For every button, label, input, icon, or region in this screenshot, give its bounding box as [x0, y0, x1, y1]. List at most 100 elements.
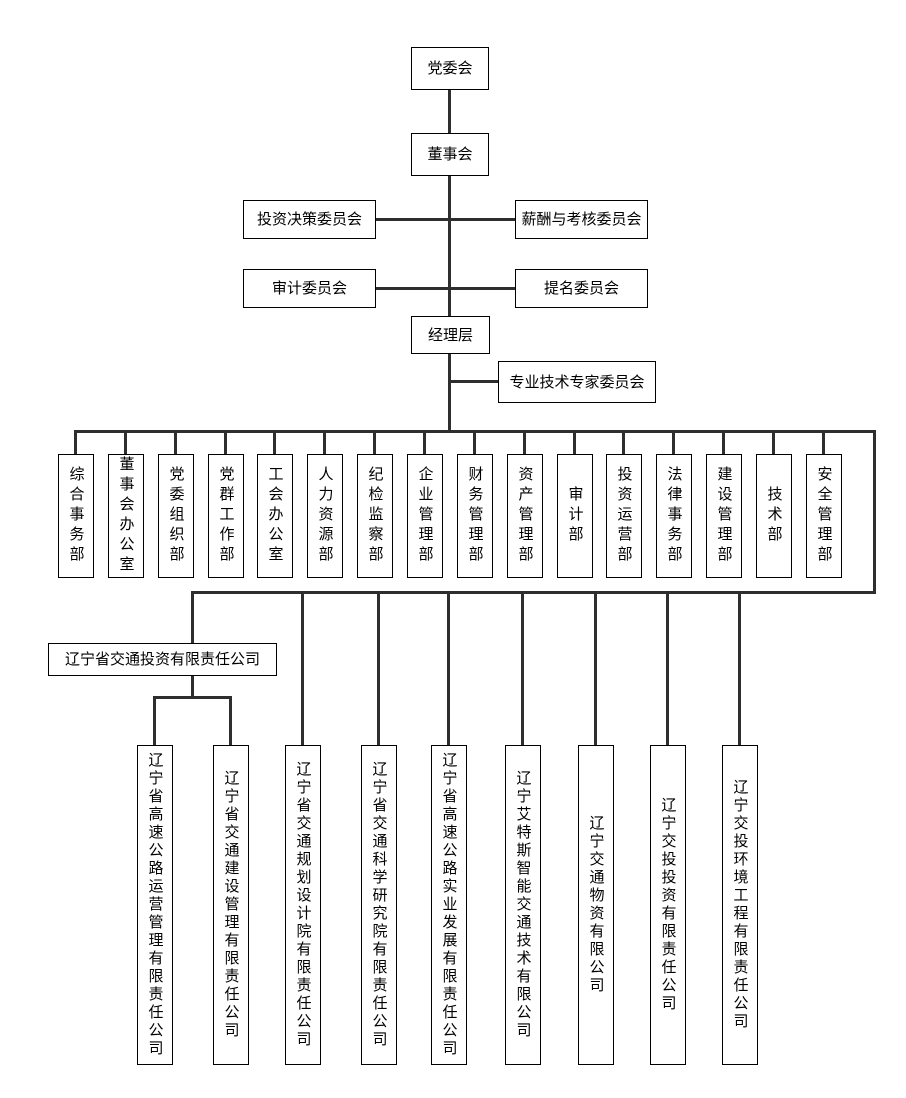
connector-line [377, 593, 380, 745]
node-label: 纪检监察部 [366, 466, 384, 566]
subsidiary-box: 辽宁交通物资有限公司 [578, 745, 614, 1065]
subsidiary-box: 辽宁省交通科学研究院有限责任公司 [361, 745, 397, 1065]
connector-line [191, 675, 194, 698]
connector-line [448, 88, 451, 134]
connector-line [191, 593, 194, 644]
department-box: 党委组织部 [158, 454, 194, 578]
connector-line [423, 432, 426, 454]
department-box: 安全管理部 [806, 454, 842, 578]
node-label: 党委组织部 [167, 466, 185, 566]
node-label: 辽宁交投环境工程有限责任公司 [731, 779, 749, 1031]
node-label: 审计部 [566, 486, 584, 546]
department-box: 董事会办公室 [108, 454, 144, 578]
connector-line [323, 432, 326, 454]
node-audit-committee: 审计委员会 [243, 269, 376, 308]
node-label: 企业管理部 [416, 466, 434, 566]
department-box: 工会办公室 [257, 454, 293, 578]
connector-line [373, 432, 376, 454]
node-label: 党群工作部 [217, 466, 235, 566]
node-label: 辽宁省高速公路实业发展有限责任公司 [440, 752, 458, 1058]
connector-line [573, 432, 576, 454]
subsidiary-box: 辽宁交投环境工程有限责任公司 [722, 745, 758, 1065]
node-label: 董事会 [427, 146, 473, 163]
connector-line [191, 591, 876, 594]
node-label: 法律事务部 [665, 466, 683, 566]
node-label: 辽宁省交通投资有限责任公司 [64, 651, 260, 668]
connector-line [738, 593, 741, 745]
connector-line [722, 432, 725, 454]
node-board-of-directors: 董事会 [411, 133, 489, 176]
connector-line [622, 432, 625, 454]
connector-line [448, 353, 451, 433]
department-box: 建设管理部 [706, 454, 742, 578]
node-label: 工会办公室 [266, 466, 284, 566]
node-label: 辽宁省高速公路运营管理有限责任公司 [146, 752, 164, 1058]
node-label: 经理层 [427, 326, 473, 344]
department-box: 财务管理部 [457, 454, 493, 578]
subsidiary-box: 辽宁交投投资有限责任公司 [650, 745, 686, 1065]
node-label: 投资决策委员会 [256, 211, 362, 228]
connector-line [153, 696, 232, 699]
department-box: 综合事务部 [58, 454, 94, 578]
connector-line [447, 593, 450, 745]
node-label: 专业技术专家委员会 [509, 373, 645, 391]
department-box: 党群工作部 [208, 454, 244, 578]
connector-line [448, 175, 451, 317]
department-box: 纪检监察部 [357, 454, 393, 578]
node-nomination-committee: 提名委员会 [515, 269, 648, 308]
connector-line [473, 432, 476, 454]
subsidiary-box: 辽宁省交通规划设计院有限责任公司 [285, 745, 321, 1065]
node-label: 人力资源部 [316, 466, 334, 566]
connector-line [153, 696, 156, 746]
node-label: 综合事务部 [67, 466, 85, 566]
node-parent-company: 辽宁省交通投资有限责任公司 [48, 643, 277, 676]
connector-line [523, 432, 526, 454]
subsidiary-box: 辽宁省高速公路实业发展有限责任公司 [431, 745, 467, 1065]
node-label: 技术部 [765, 486, 783, 546]
node-label: 建设管理部 [715, 466, 733, 566]
connector-line [74, 432, 77, 454]
node-label: 辽宁交投投资有限责任公司 [659, 797, 677, 1013]
subsidiary-box: 辽宁省高速公路运营管理有限责任公司 [137, 745, 173, 1065]
connector-line [74, 430, 876, 433]
node-label: 辽宁省交通规划设计院有限责任公司 [294, 761, 312, 1049]
connector-line [450, 380, 498, 383]
node-label: 辽宁省交通建设管理有限责任公司 [222, 770, 240, 1040]
node-label: 薪酬与考核委员会 [521, 211, 642, 228]
node-label: 辽宁交通物资有限公司 [587, 815, 605, 995]
node-party-committee: 党委会 [411, 47, 489, 90]
connector-line [301, 593, 304, 745]
node-label: 董事会办公室 [117, 456, 135, 576]
connector-line [772, 432, 775, 454]
department-box: 投资运营部 [606, 454, 642, 578]
node-label: 财务管理部 [466, 466, 484, 566]
subsidiary-box: 辽宁艾特斯智能交通技术有限公司 [505, 745, 541, 1065]
connector-line [124, 432, 127, 454]
node-label: 资产管理部 [516, 466, 534, 566]
node-label: 安全管理部 [815, 466, 833, 566]
node-management-layer: 经理层 [411, 316, 490, 354]
connector-line [376, 218, 515, 221]
node-label: 党委会 [427, 60, 473, 77]
department-box: 技术部 [756, 454, 792, 578]
subsidiary-box: 辽宁省交通建设管理有限责任公司 [213, 745, 249, 1065]
department-box: 审计部 [557, 454, 593, 578]
node-label: 审计委员会 [271, 280, 347, 297]
node-label: 提名委员会 [543, 280, 619, 297]
connector-line [174, 432, 177, 454]
department-box: 企业管理部 [407, 454, 443, 578]
connector-line [594, 593, 597, 745]
department-box: 人力资源部 [307, 454, 343, 578]
node-label: 投资运营部 [615, 466, 633, 566]
connector-line [521, 593, 524, 745]
connector-line [873, 430, 876, 594]
node-label: 辽宁省交通科学研究院有限责任公司 [370, 761, 388, 1049]
connector-line [822, 432, 825, 454]
connector-line [672, 432, 675, 454]
node-label: 辽宁艾特斯智能交通技术有限公司 [514, 770, 532, 1040]
node-expert-committee: 专业技术专家委员会 [498, 361, 656, 403]
connector-line [666, 593, 669, 745]
node-investment-decision-committee: 投资决策委员会 [243, 200, 376, 239]
department-box: 法律事务部 [656, 454, 692, 578]
